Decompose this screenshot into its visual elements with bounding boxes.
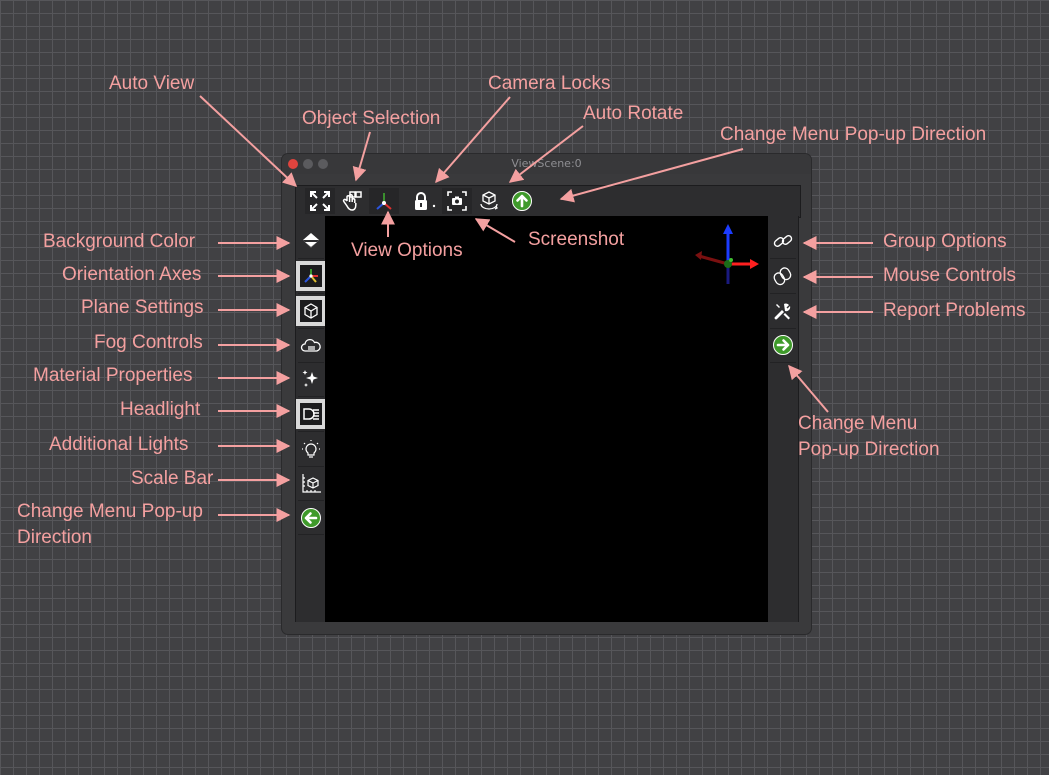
orientation-gizmo <box>695 224 759 284</box>
label-material-properties: Material Properties <box>33 365 193 386</box>
headlight-button[interactable] <box>296 399 326 429</box>
orientation-axes-icon <box>304 269 318 283</box>
label-camera-locks: Camera Locks <box>488 73 611 94</box>
viewscene-window: ViewScene:0 <box>282 154 811 634</box>
expand-icon <box>310 191 330 211</box>
label-view-options: View Options <box>351 240 463 261</box>
plane-cube-icon <box>304 303 318 319</box>
axes-icon <box>376 193 392 210</box>
label-orientation-axes: Orientation Axes <box>62 264 202 285</box>
label-mouse-controls: Mouse Controls <box>883 265 1017 286</box>
label-background-color: Background Color <box>43 231 196 252</box>
label-change-menu-right-line2: Pop-up Direction <box>798 439 940 460</box>
additional-lights-button[interactable] <box>296 434 326 464</box>
label-change-menu-left-line2: Direction <box>17 527 92 548</box>
auto-view-button[interactable] <box>305 188 335 214</box>
label-auto-view: Auto View <box>109 73 195 94</box>
headlight-icon <box>303 408 319 420</box>
label-additional-lights: Additional Lights <box>49 434 189 455</box>
report-problems-button[interactable] <box>768 296 798 326</box>
render-viewport[interactable] <box>325 216 768 622</box>
auto-rotate-button[interactable] <box>474 188 504 214</box>
label-report-problems: Report Problems <box>883 300 1026 321</box>
arrow-left-icon <box>301 508 321 528</box>
right-toolbar <box>768 216 799 622</box>
fog-controls-button[interactable] <box>296 331 326 361</box>
screenshot-button[interactable] <box>442 188 472 214</box>
group-options-button[interactable] <box>768 226 798 256</box>
orientation-axes-button[interactable] <box>296 261 326 291</box>
label-auto-rotate: Auto Rotate <box>583 103 684 124</box>
background-color-button[interactable] <box>296 226 326 256</box>
fog-cloud-icon <box>300 338 321 352</box>
scale-bar-button[interactable] <box>296 468 326 498</box>
camera-locks-button[interactable] <box>406 188 442 214</box>
object-selection-button[interactable] <box>337 188 367 214</box>
label-change-menu-right-line1: Change Menu <box>798 413 918 434</box>
plane-settings-button[interactable] <box>296 296 326 326</box>
close-window-button[interactable] <box>288 159 298 169</box>
minimize-window-button[interactable] <box>303 159 313 169</box>
label-scale-bar: Scale Bar <box>131 468 214 489</box>
arrow-right-icon <box>773 335 793 355</box>
view-options-button[interactable] <box>369 188 399 214</box>
scale-bar-icon <box>302 474 321 493</box>
wrench-icon <box>774 303 791 320</box>
hand-select-icon <box>342 191 362 211</box>
label-fog-controls: Fog Controls <box>94 332 203 353</box>
title-bar[interactable]: ViewScene:0 <box>282 154 811 174</box>
label-change-menu-left-line1: Change Menu Pop-up <box>17 501 203 522</box>
label-object-selection: Object Selection <box>302 108 441 129</box>
camera-icon <box>447 191 467 211</box>
arrow-up-icon <box>512 191 532 211</box>
change-menu-direction-right-button[interactable] <box>768 330 798 360</box>
label-screenshot: Screenshot <box>528 229 625 250</box>
rotate-cube-icon <box>480 191 498 210</box>
lock-icon <box>415 192 436 210</box>
material-properties-button[interactable] <box>296 364 326 394</box>
left-toolbar <box>295 216 326 622</box>
lightbulb-icon <box>302 440 320 458</box>
link-icon <box>773 235 793 247</box>
label-group-options: Group Options <box>883 231 1007 252</box>
change-menu-direction-top-button[interactable] <box>507 188 537 214</box>
label-change-menu-top: Change Menu Pop-up Direction <box>720 124 987 145</box>
mouse-controls-button[interactable] <box>768 261 798 291</box>
mouse-icon <box>773 267 792 286</box>
paint-bucket-icon <box>303 233 319 248</box>
label-headlight: Headlight <box>120 399 201 420</box>
zoom-window-button[interactable] <box>318 159 328 169</box>
label-plane-settings: Plane Settings <box>81 297 204 318</box>
change-menu-direction-left-button[interactable] <box>296 503 326 533</box>
sparkle-icon <box>302 370 318 387</box>
